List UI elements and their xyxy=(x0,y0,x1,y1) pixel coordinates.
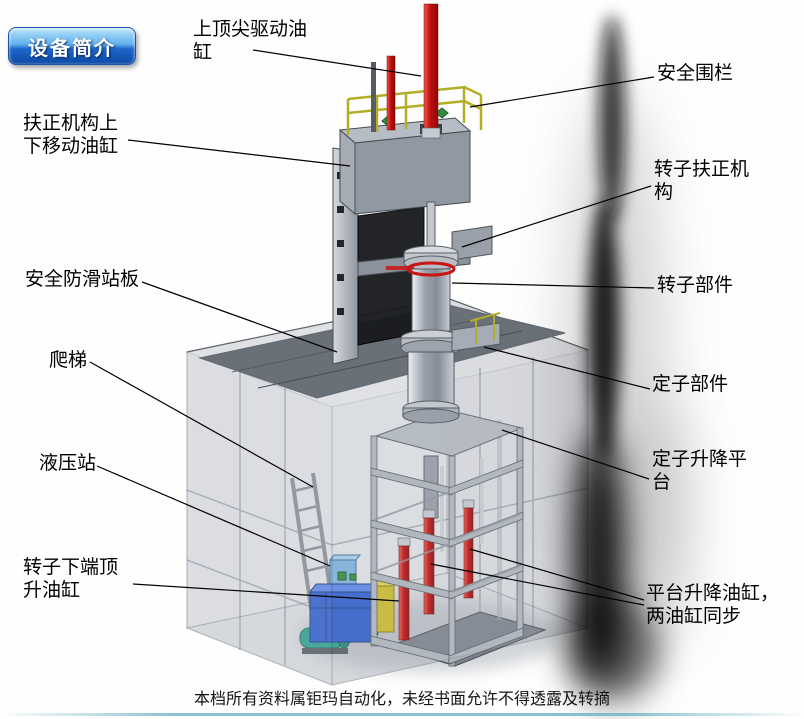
label-ladder: 爬梯 xyxy=(49,350,88,371)
label-centering-mechanism-move-cylinder: 扶正机构上下移动油缸 xyxy=(23,113,119,158)
safety-fence-graphic xyxy=(346,85,483,135)
label-hydraulic-station: 液压站 xyxy=(39,453,97,474)
title-badge-label: 设备简介 xyxy=(28,37,116,60)
leader-lines xyxy=(89,49,655,606)
label-rotor-bottom-jack-cylinder: 转子下端顶升油缸 xyxy=(23,557,119,602)
label-rotor-component: 转子部件 xyxy=(657,275,734,296)
lift-frame-graphic xyxy=(370,409,547,667)
label-anti-slip-standing-board: 安全防滑站板 xyxy=(25,269,140,290)
footer-watermark: 本档所有资料属钜玛自动化，未经书面允许不得透露及转摘 xyxy=(193,691,610,708)
label-safety-fence: 安全围栏 xyxy=(657,63,734,84)
label-rotor-centering-mechanism: 转子扶正机构 xyxy=(654,159,750,204)
label-stator-lifting-platform: 定子升降平台 xyxy=(652,449,748,494)
label-platform-lift-cylinders: 平台升降油缸，两油缸同步 xyxy=(646,583,780,628)
label-top-drive-cylinder: 上顶尖驱动油缸 xyxy=(193,19,308,64)
press-column-graphic xyxy=(332,117,472,365)
top-drive-cylinder-graphic xyxy=(371,3,441,139)
bottom-divider xyxy=(0,713,804,716)
rotor-stator-graphic xyxy=(357,201,501,424)
label-stator-component: 定子部件 xyxy=(652,374,729,395)
title-badge: 设备简介 xyxy=(8,27,136,65)
shadow-smudge xyxy=(563,15,690,710)
